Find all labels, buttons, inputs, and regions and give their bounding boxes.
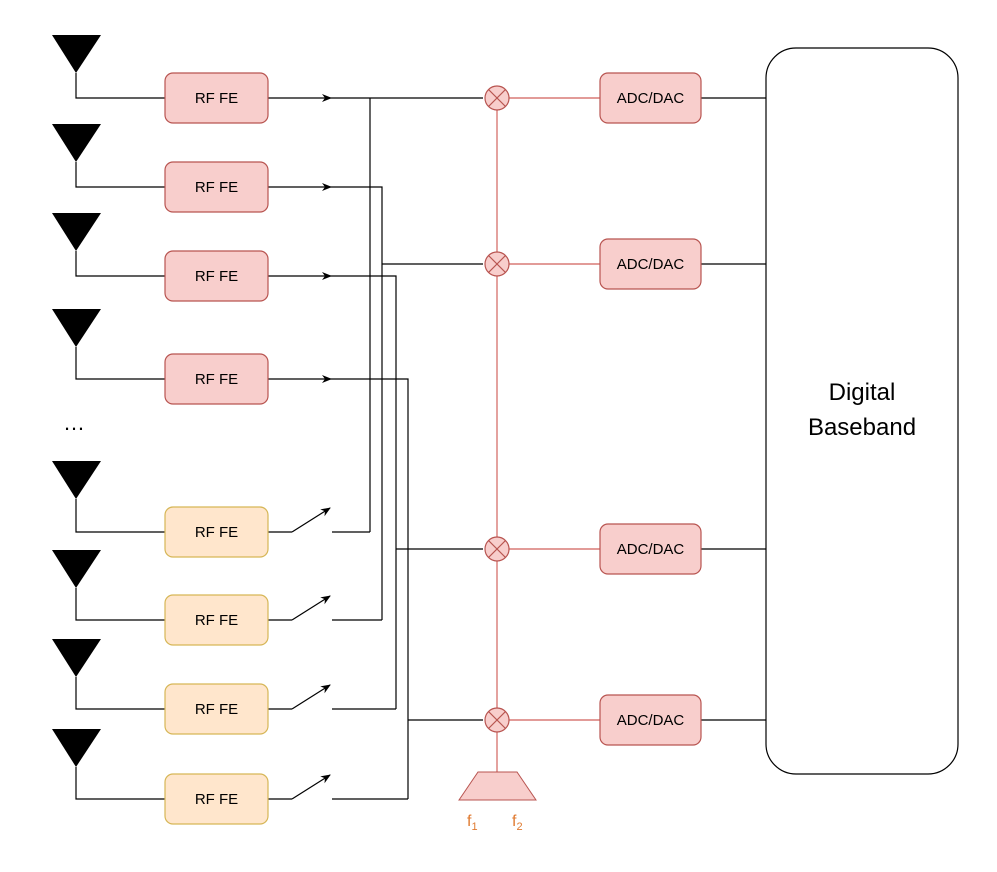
- antenna-group: [52, 35, 101, 767]
- adc-dac-block: ADC/DAC: [599, 238, 702, 290]
- switch-lever: [291, 774, 331, 800]
- baseband-label-line1: Digital: [829, 379, 896, 406]
- adc-dac-label: ADC/DAC: [617, 256, 685, 273]
- f1-label: f1: [467, 813, 478, 833]
- adc-dac-block: ADC/DAC: [599, 523, 702, 575]
- switch-lever: [291, 684, 331, 710]
- rf-fe-block: RF FE: [164, 506, 269, 558]
- bus-line: [331, 275, 397, 709]
- adc-dac-label: ADC/DAC: [617, 541, 685, 558]
- mixer-icon: [484, 536, 510, 562]
- lo-distribution-lines: [496, 97, 600, 772]
- ellipsis-label: …: [63, 410, 85, 435]
- antenna-feed-line: [75, 588, 165, 621]
- rf-fe-block: RF FE: [164, 161, 269, 213]
- antenna-feed-line: [75, 677, 165, 710]
- rf-fe-label: RF FE: [195, 371, 238, 388]
- antenna-icon: [52, 639, 101, 677]
- rf-fe-box: [164, 72, 269, 124]
- antenna-feed-line: [75, 499, 165, 533]
- antenna-feed-line: [75, 251, 165, 277]
- adc-dac-block: ADC/DAC: [599, 72, 702, 124]
- bus-line: [331, 378, 409, 799]
- adc-dac-label: ADC/DAC: [617, 90, 685, 107]
- antenna-icon: [52, 550, 101, 588]
- mixer-group: [484, 85, 510, 733]
- rf-fe-block: RF FE: [164, 250, 269, 302]
- antenna-icon: [52, 35, 101, 73]
- rf-fe-box: [164, 594, 269, 646]
- antenna-icon: [52, 213, 101, 251]
- mixer-icon: [484, 251, 510, 277]
- adc-dac-box: [599, 523, 702, 575]
- antenna-icon: [52, 124, 101, 162]
- f2-label: f2: [512, 813, 523, 833]
- mixer-icon: [484, 707, 510, 733]
- baseband-label-line2: Baseband: [808, 414, 916, 441]
- bus-line: [331, 186, 383, 620]
- adc-dac-box: [599, 72, 702, 124]
- lo-synthesizer: f1 f2: [458, 771, 537, 833]
- rf-fe-label: RF FE: [195, 524, 238, 541]
- antenna-feed-line: [75, 347, 165, 380]
- rf-fe-label: RF FE: [195, 701, 238, 718]
- adc-dac-group: ADC/DAC ADC/DAC ADC/DAC ADC/DAC: [599, 72, 702, 746]
- wires: [75, 73, 766, 800]
- rf-fe-block: RF FE: [164, 683, 269, 735]
- rf-fe-label: RF FE: [195, 612, 238, 629]
- rf-fe-label: RF FE: [195, 179, 238, 196]
- adc-dac-box: [599, 694, 702, 746]
- adc-dac-box: [599, 238, 702, 290]
- rf-fe-box: [164, 773, 269, 825]
- rf-fe-label: RF FE: [195, 90, 238, 107]
- mixer-icon: [484, 85, 510, 111]
- rf-fe-box: [164, 250, 269, 302]
- rf-fe-box: [164, 506, 269, 558]
- rf-fe-block: RF FE: [164, 353, 269, 405]
- antenna-feed-line: [75, 162, 165, 188]
- digital-baseband-block: Digital Baseband: [765, 47, 959, 775]
- rf-fe-label: RF FE: [195, 268, 238, 285]
- adc-dac-block: ADC/DAC: [599, 694, 702, 746]
- rf-fe-box: [164, 161, 269, 213]
- antenna-feed-line: [75, 767, 165, 800]
- rf-fe-label: RF FE: [195, 791, 238, 808]
- rf-front-end-group: RF FE RF FE RF FE RF FE RF FE RF FE RF FE RF FE: [164, 72, 269, 825]
- antenna-icon: [52, 729, 101, 767]
- adc-dac-label: ADC/DAC: [617, 712, 685, 729]
- rf-fe-box: [164, 353, 269, 405]
- rf-fe-box: [164, 683, 269, 735]
- antenna-icon: [52, 309, 101, 347]
- rf-fe-block: RF FE: [164, 773, 269, 825]
- switch-lever: [291, 507, 331, 533]
- rf-fe-block: RF FE: [164, 72, 269, 124]
- rf-fe-block: RF FE: [164, 594, 269, 646]
- antenna-icon: [52, 461, 101, 499]
- antenna-feed-line: [75, 73, 165, 99]
- switch-lever: [291, 595, 331, 621]
